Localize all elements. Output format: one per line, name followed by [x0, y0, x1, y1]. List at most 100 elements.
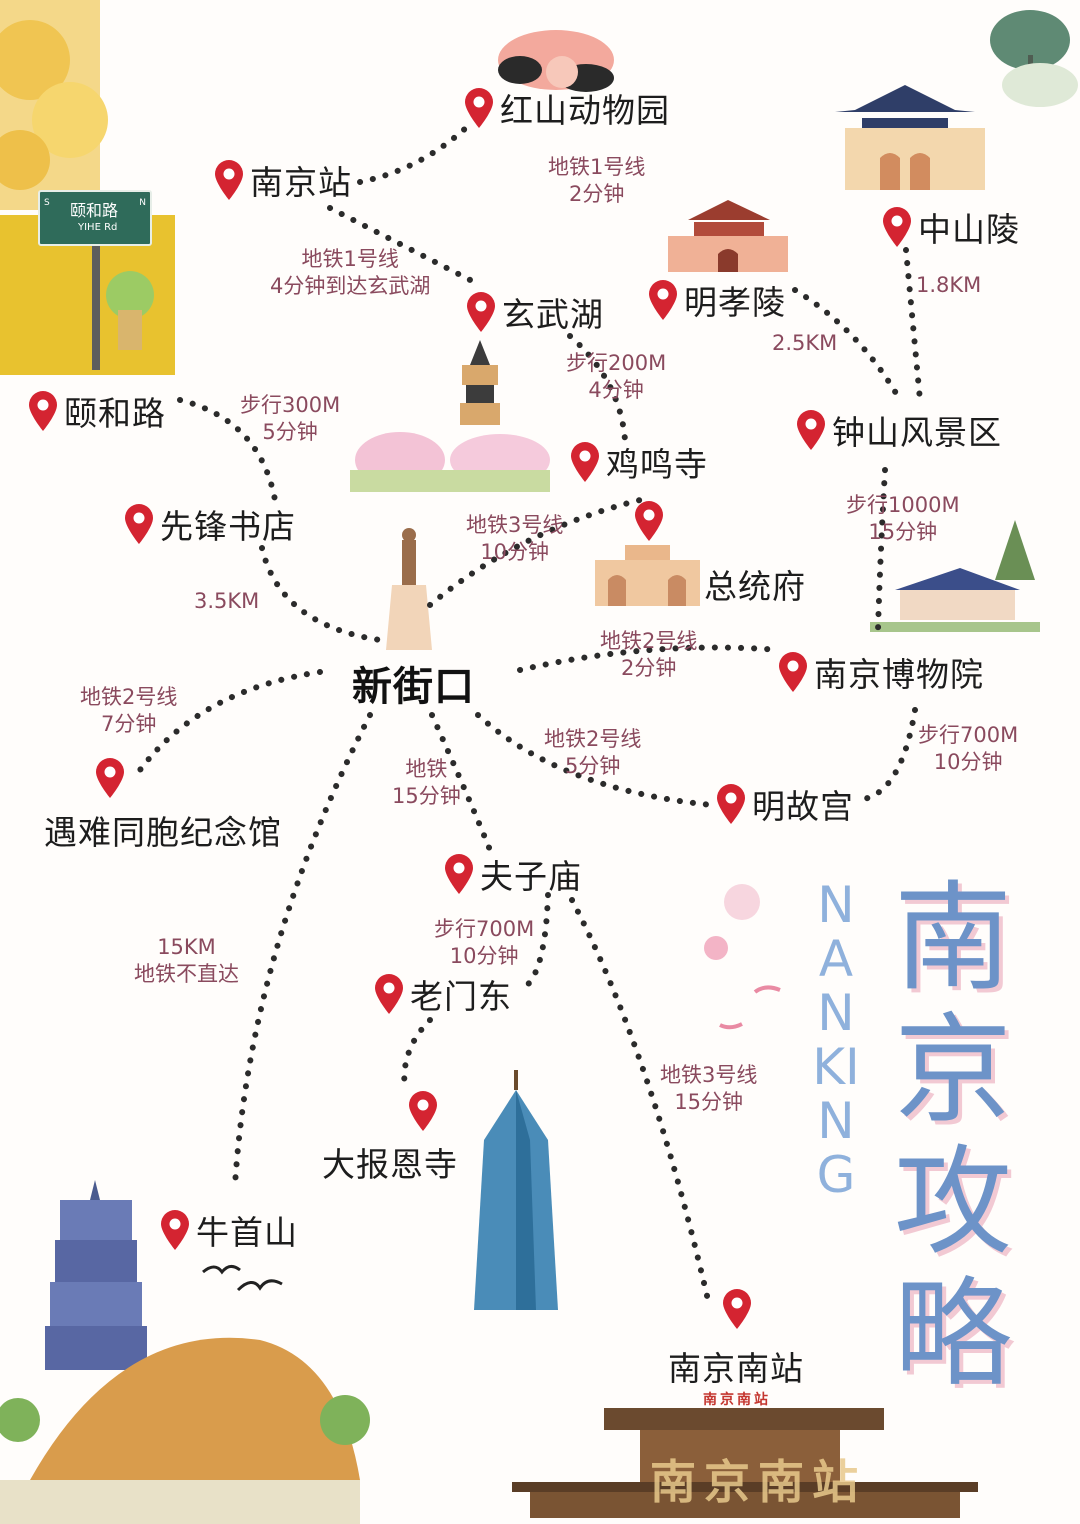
place-zhongshanling[interactable]: 中山陵	[882, 203, 1020, 251]
route-label-line: 10分钟	[480, 540, 550, 564]
place-hongshan[interactable]: 红山动物园	[464, 84, 670, 132]
map-pin-icon	[649, 280, 677, 320]
zongtongfu-illustration	[595, 545, 700, 606]
jimingsi-illustration	[350, 340, 550, 492]
route-label-line: 地铁1号线	[301, 247, 399, 271]
title-char: 南	[893, 869, 1012, 1007]
route-label-line: 4分钟	[588, 378, 644, 402]
place-name: 夫子庙	[480, 857, 582, 896]
hub-xinjiekou[interactable]: 新街口	[352, 664, 475, 710]
route-line-xianfeng-xinjiekou	[259, 545, 383, 643]
route-label-line: 步行300M	[240, 393, 341, 417]
route-label-line: 1.8KM	[916, 273, 982, 297]
place-name: 老门东	[410, 977, 512, 1016]
place-museum[interactable]: 南京博物院	[778, 648, 984, 696]
cherry-blossom-illustration	[704, 884, 781, 1030]
place-zongtongfu-label[interactable]: 总统府	[704, 560, 806, 608]
route-label-line: 5分钟	[262, 420, 318, 444]
route-label-line: 步行700M	[918, 723, 1019, 747]
place-zhongshan[interactable]: 钟山风景区	[796, 406, 1002, 454]
route-label: 3.5KM	[194, 588, 259, 615]
map-pin-icon	[571, 442, 599, 482]
map-pin-icon	[375, 974, 403, 1014]
place-dabaoen-label[interactable]: 大报恩寺	[322, 1138, 458, 1186]
place-memorial[interactable]	[95, 757, 125, 799]
map-pin-icon	[409, 1091, 437, 1131]
place-name: 南京站	[250, 163, 352, 202]
route-line-zhongshanling-zhongshan	[903, 247, 923, 403]
dabaoen-tower-illustration	[474, 1070, 558, 1310]
route-label-line: 步行200M	[566, 351, 667, 375]
place-jimingsi[interactable]: 鸡鸣寺	[570, 438, 708, 486]
route-line-laomendong-dabaoen	[401, 1017, 433, 1093]
place-xuanwuhu[interactable]: 玄武湖	[466, 288, 604, 336]
place-name: 遇难同胞纪念馆	[44, 813, 282, 852]
place-name: 红山动物园	[500, 91, 670, 130]
tree-illustration-top-right	[990, 10, 1078, 107]
route-label-line: 10分钟	[933, 750, 1003, 774]
panda-illustration	[498, 30, 614, 92]
street-sign-south: S	[44, 198, 50, 208]
place-xianfeng[interactable]: 先锋书店	[124, 500, 296, 548]
route-line-xinjiekou-jimingsi	[427, 497, 643, 608]
title-char: 攻	[893, 1133, 1012, 1271]
place-memorial-label[interactable]: 遇难同胞纪念馆	[44, 806, 282, 854]
street-sign: S 颐和路 YIHE Rd N	[38, 190, 152, 246]
route-line-xinjiekou-niushoushan	[232, 712, 373, 1188]
map-pin-icon	[635, 501, 663, 541]
place-nanjingnan[interactable]	[722, 1288, 752, 1330]
route-line-fuzimiao-laomendong	[517, 892, 551, 993]
route-label-line: 步行1000M	[846, 493, 960, 517]
route-line-xinjiekou-memorial	[137, 669, 323, 773]
place-name: 先锋书店	[160, 507, 296, 546]
street-sign-en: YIHE Rd	[78, 222, 118, 233]
map-pin-icon	[883, 207, 911, 247]
place-nanjingnan-label[interactable]: 南京南站	[668, 1342, 804, 1390]
place-name: 南京博物院	[814, 655, 984, 694]
route-label-line: 地铁3号线	[466, 513, 564, 537]
route-label-line: 5分钟	[565, 754, 621, 778]
mingxiaoling-illustration	[668, 200, 788, 272]
route-line-xinjiekou-museum	[517, 644, 783, 673]
museum-illustration	[870, 520, 1040, 632]
nanjing-south-station-illustration	[512, 1408, 978, 1518]
route-label: 步行200M 4分钟	[566, 350, 666, 404]
route-label-line: 地铁2号线	[600, 629, 698, 653]
route-label-line: 15KM	[157, 935, 216, 959]
route-label-line: 15分钟	[392, 784, 461, 808]
place-name: 鸡鸣寺	[606, 445, 708, 484]
place-dabaoen[interactable]	[408, 1090, 438, 1132]
route-label-line: 步行700M	[434, 917, 535, 941]
map-pin-icon	[215, 160, 243, 200]
route-line-nanjingzhan-xuanwuhu	[327, 205, 481, 287]
place-nanjingzhan[interactable]: 南京站	[214, 156, 352, 204]
place-name: 牛首山	[196, 1213, 298, 1252]
route-label-line: 2分钟	[621, 656, 677, 680]
place-fuzimiao[interactable]: 夫子庙	[444, 850, 582, 898]
route-line-yihe-xianfeng	[177, 397, 278, 503]
route-label: 2.5KM	[772, 330, 837, 357]
zhongshanling-illustration	[835, 85, 985, 190]
place-name: 中山陵	[918, 210, 1020, 249]
route-line-zhongshan-museum	[875, 467, 888, 633]
place-yiheroad[interactable]: 颐和路	[28, 387, 166, 435]
place-mingxiaoling[interactable]: 明孝陵	[648, 276, 786, 324]
map-pin-icon	[125, 504, 153, 544]
place-laomendong[interactable]: 老门东	[374, 970, 512, 1018]
route-label-line: 3.5KM	[194, 589, 260, 613]
birds-illustration	[202, 1265, 283, 1292]
place-niushoushan[interactable]: 牛首山	[160, 1206, 298, 1254]
station-sign: 南京南站	[703, 1392, 771, 1408]
place-name: 南京南站	[668, 1349, 804, 1388]
route-label-line: 地铁3号线	[660, 1063, 758, 1087]
place-minggugong[interactable]: 明故宫	[716, 780, 854, 828]
map-pin-icon	[445, 854, 473, 894]
route-line-xinjiekou-minggugong	[475, 712, 715, 808]
place-zongtongfu[interactable]	[634, 500, 664, 542]
place-name: 钟山风景区	[832, 413, 1002, 452]
title-char: 略	[893, 1265, 1012, 1403]
